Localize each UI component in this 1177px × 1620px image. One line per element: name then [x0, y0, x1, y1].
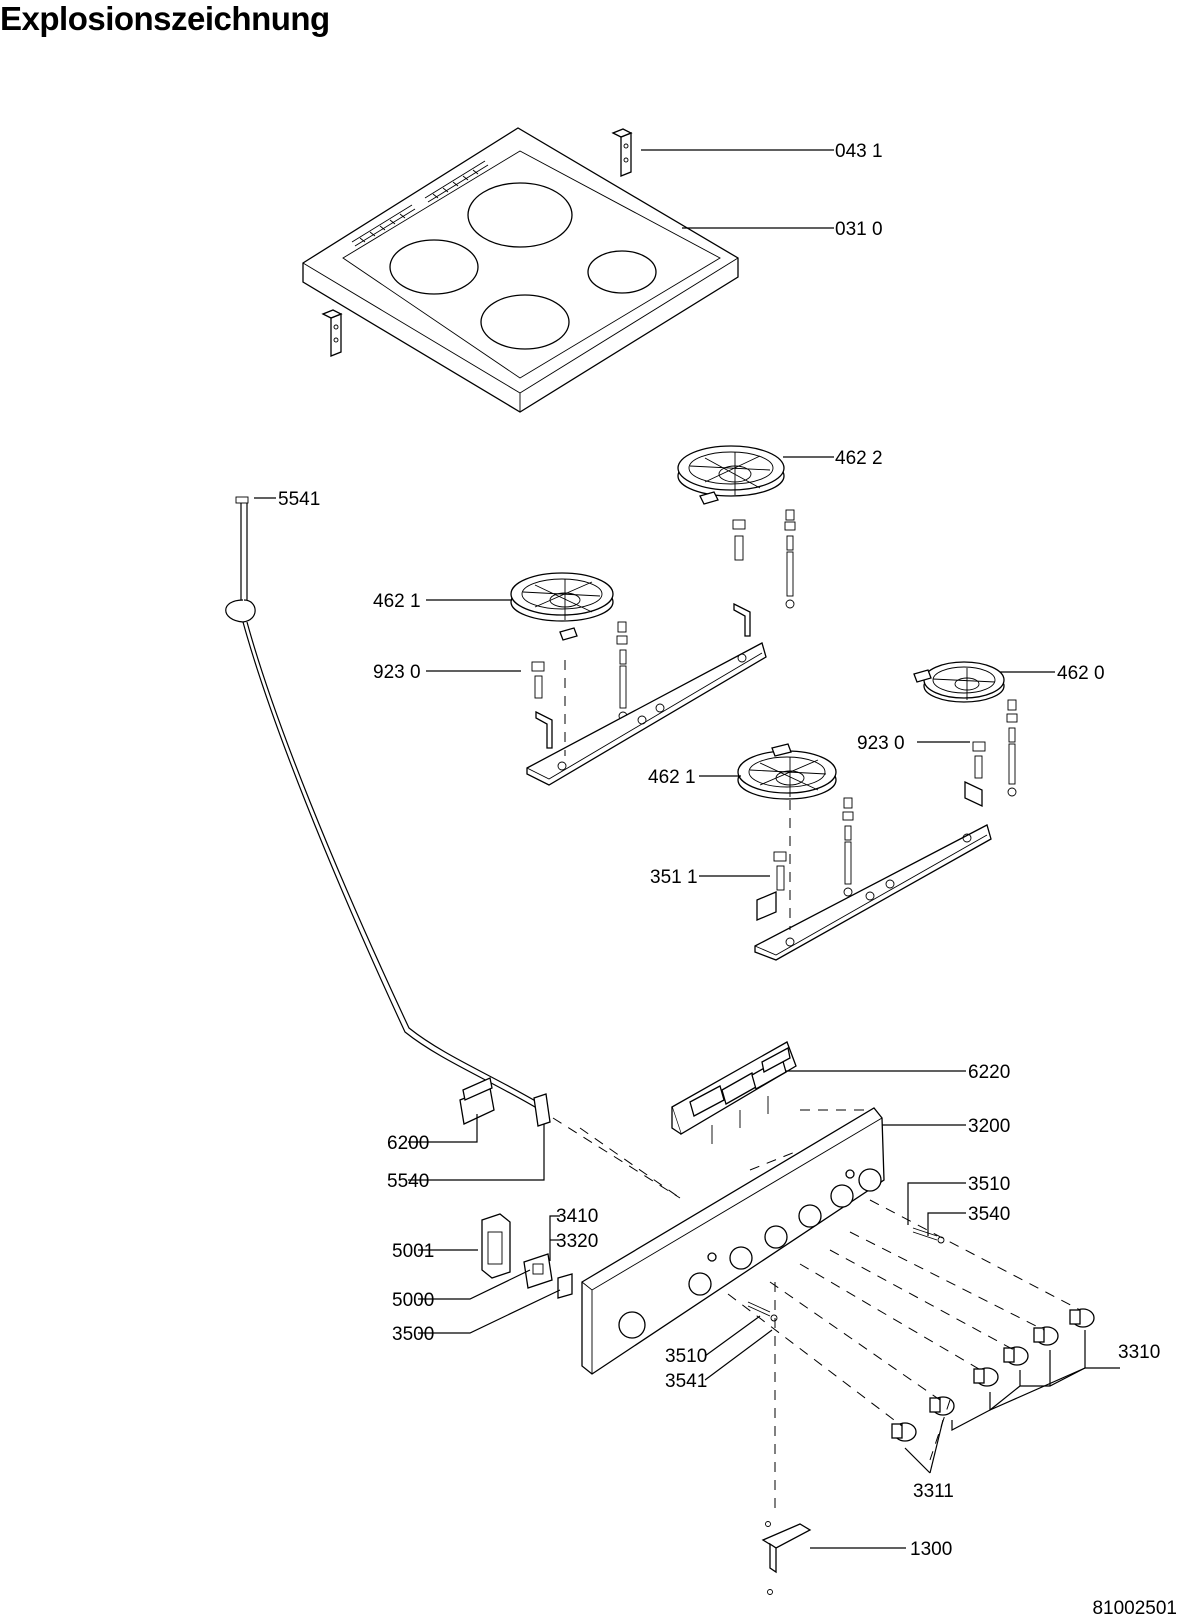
- callout-9230-left: 923 0: [373, 662, 421, 683]
- callout-3200: 3200: [968, 1116, 1010, 1137]
- bracket-part: [321, 128, 633, 357]
- callout-3311: 3311: [913, 1481, 954, 1502]
- callout-3310: 3310: [1118, 1342, 1160, 1363]
- callout-6200: 6200: [387, 1133, 429, 1154]
- capillary-tube: [225, 496, 545, 1111]
- callout-5000: 5000: [392, 1290, 434, 1311]
- callout-4622: 462 2: [835, 448, 883, 469]
- hotplate-part-4621a: [510, 572, 614, 641]
- control-panel-3200: [581, 1107, 885, 1375]
- callout-3410: 3410: [556, 1206, 598, 1227]
- terminal-block-6200: [459, 1077, 495, 1125]
- indicator-lamp-5001: [481, 1213, 511, 1279]
- callout-1300: 1300: [910, 1539, 952, 1560]
- screws: [747, 1227, 945, 1322]
- callout-4620: 462 0: [1057, 663, 1105, 684]
- callout-3510-upper: 3510: [968, 1174, 1010, 1195]
- callout-3541: 3541: [665, 1371, 707, 1392]
- hotplate-part-4621b: [737, 743, 837, 800]
- alignment-lines: [552, 660, 1081, 1510]
- switch-block-6220: [671, 1041, 797, 1144]
- support-rail-lower: [754, 780, 992, 961]
- callout-3511: 351 1: [650, 867, 698, 888]
- hotplate-part-4620: [913, 661, 1005, 703]
- fasteners: [531, 509, 1018, 897]
- page-title: Explosionszeichnung: [0, 0, 330, 37]
- callout-5540: 5540: [387, 1171, 429, 1192]
- callout-3500: 3500: [392, 1324, 434, 1345]
- lamp-cover-3500: [557, 1273, 573, 1299]
- hotplate-part-4622: [677, 445, 785, 505]
- callout-3510-lower: 3510: [665, 1346, 707, 1367]
- lamp-holder-5000: [523, 1253, 553, 1289]
- callout-3540: 3540: [968, 1204, 1010, 1225]
- document-number: 81002501: [1092, 1598, 1177, 1619]
- callout-3320: 3320: [556, 1231, 598, 1252]
- callout-5001: 5001: [392, 1241, 434, 1262]
- callout-5541: 5541: [278, 489, 320, 510]
- callout-6220: 6220: [968, 1062, 1010, 1083]
- callout-9230-right: 923 0: [857, 733, 905, 754]
- bracket-1300: [761, 1521, 812, 1595]
- callout-0431: 043 1: [835, 141, 883, 162]
- callout-0310: 031 0: [835, 219, 883, 240]
- thermostat-5540: [533, 1093, 551, 1127]
- support-rail-upper: [526, 602, 767, 786]
- leader-lines: [254, 149, 1120, 1549]
- cooktop-part: [302, 127, 739, 413]
- callout-4621-upper: 462 1: [373, 591, 421, 612]
- callout-4621-lower: 462 1: [648, 767, 696, 788]
- control-knobs: [891, 1308, 1095, 1442]
